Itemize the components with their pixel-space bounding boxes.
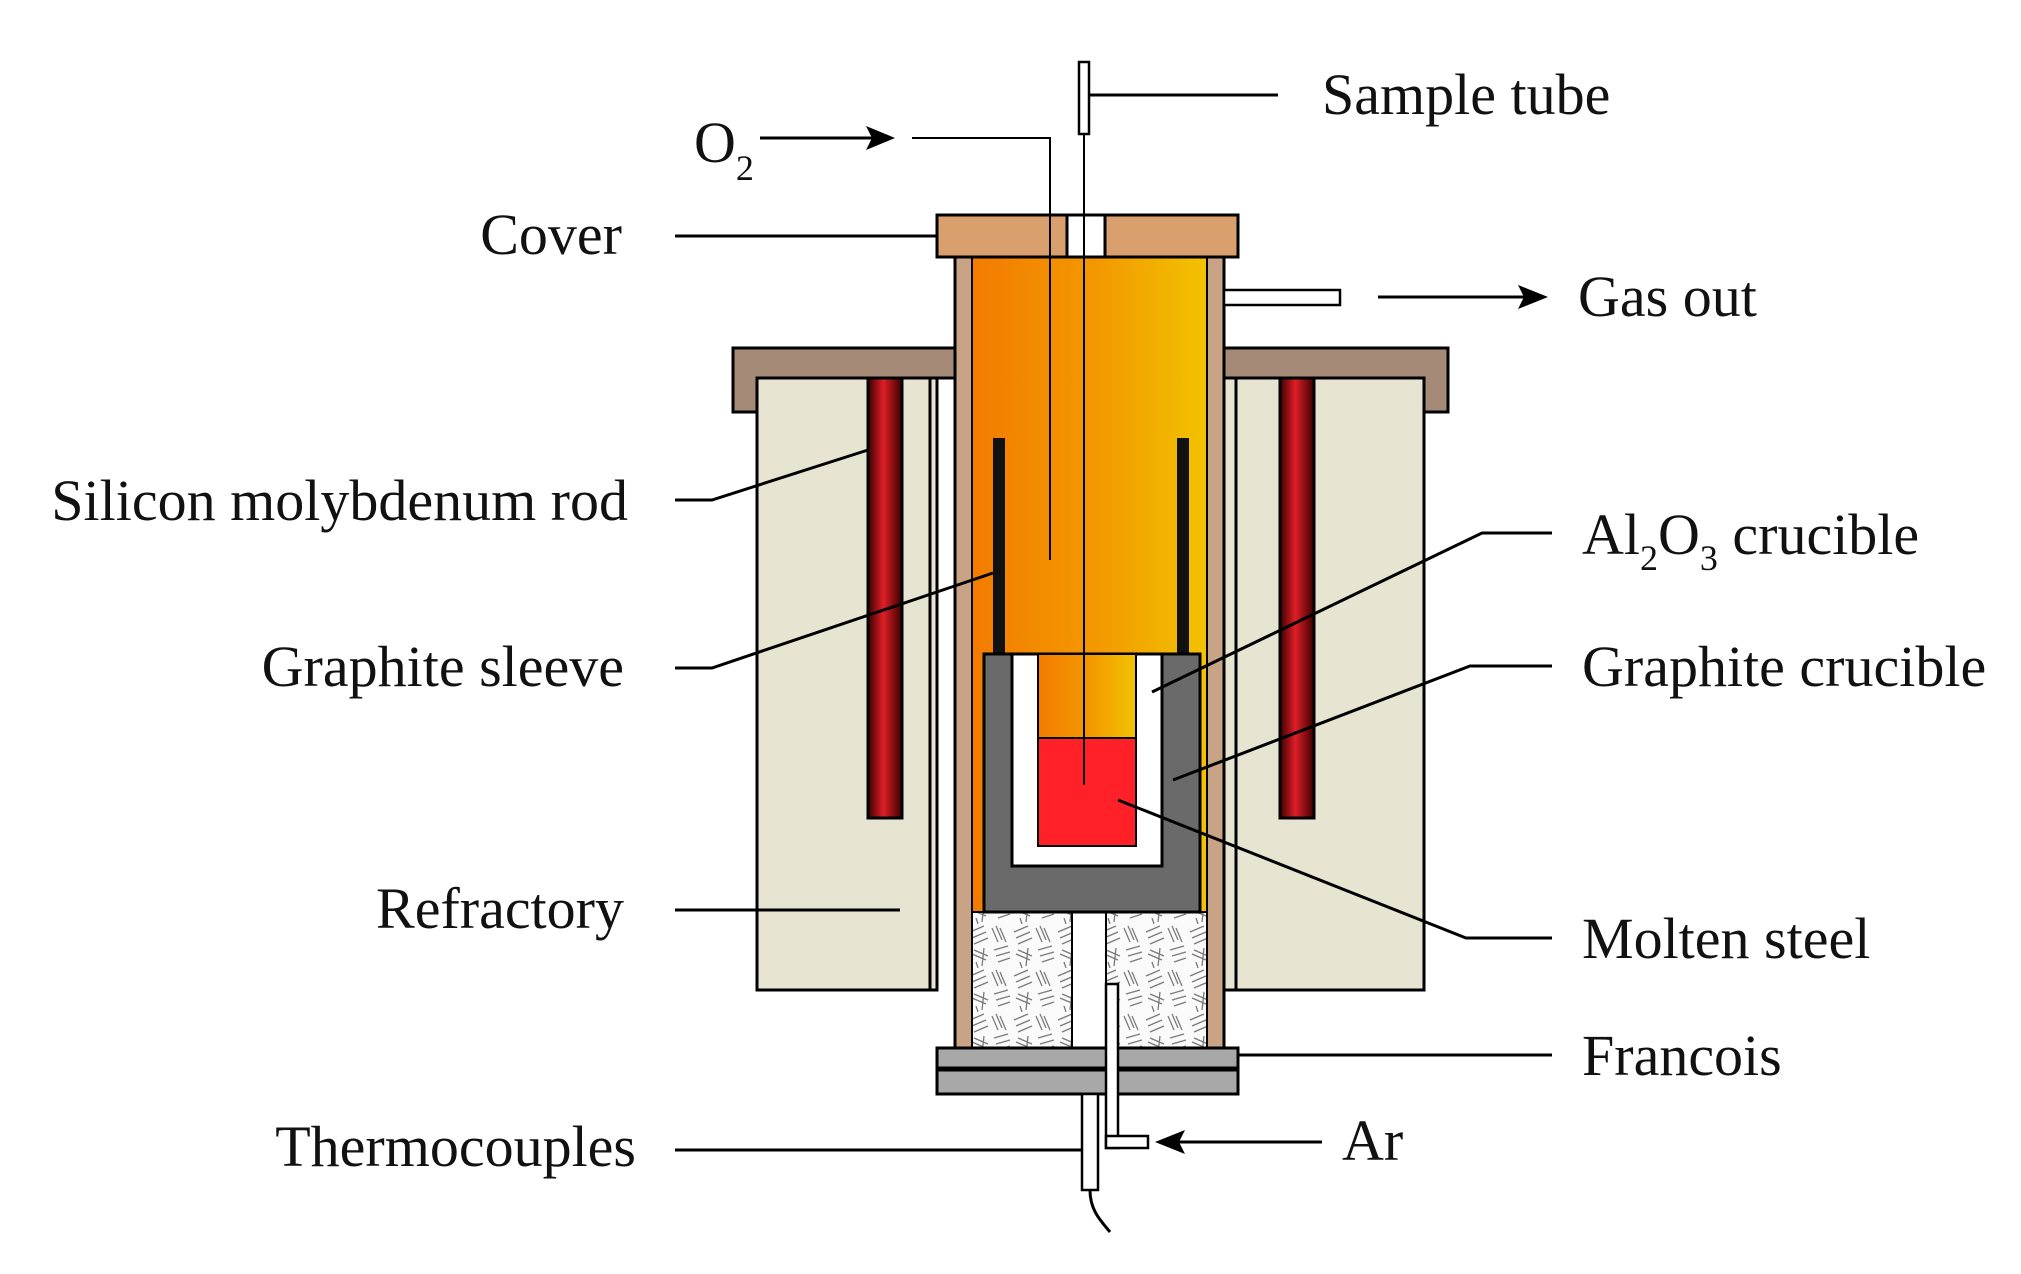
- label-thermocouples: Thermocouples: [275, 1114, 636, 1179]
- leader-graphite-crucible: [1172, 664, 1552, 782]
- label-o2-sub: 2: [736, 148, 754, 188]
- label-gas-out: Gas out: [1578, 264, 1757, 329]
- graphite-sleeve-left: [993, 438, 1005, 658]
- ar-pipe-vertical: [1104, 982, 1120, 1150]
- gas-out-pipe: [1222, 288, 1342, 307]
- cover-port: [1065, 213, 1107, 259]
- thermocouple-tube: [1080, 1092, 1100, 1192]
- cover-right: [1103, 213, 1240, 259]
- leader-molten-steel: [1117, 798, 1552, 940]
- heater-rod-right: [1278, 376, 1316, 820]
- leader-silicon-rod: [675, 448, 869, 502]
- label-sample-tube: Sample tube: [1322, 62, 1610, 127]
- sample-tube-handle: [1077, 60, 1091, 136]
- leader-graphite-sleeve: [675, 571, 994, 670]
- label-molten-steel: Molten steel: [1582, 906, 1870, 971]
- refractory-left: [755, 376, 939, 992]
- base-plate-bottom: [935, 1068, 1240, 1096]
- o2-line: [912, 137, 1051, 560]
- hatched-filler-right: [1105, 911, 1208, 1051]
- heater-rod-left: [866, 376, 904, 820]
- gas-out-arrowhead: [1518, 285, 1548, 309]
- leader-al2o3: [1151, 531, 1552, 694]
- hatched-filler-left: [971, 911, 1073, 1051]
- graphite-sleeve-right: [1177, 438, 1189, 658]
- molten-steel: [1037, 737, 1137, 847]
- label-o2-letter: O: [694, 110, 736, 175]
- label-al2o3-crucible: Al2O3 crucible: [1582, 502, 1919, 578]
- label-graphite-crucible: Graphite crucible: [1582, 634, 1986, 699]
- ar-arrowhead: [1155, 1130, 1185, 1154]
- label-ar: Ar: [1342, 1108, 1403, 1173]
- crucible-inner: [1037, 653, 1137, 739]
- label-cover: Cover: [480, 202, 622, 267]
- label-o2: O2: [694, 110, 754, 188]
- o2-arrowhead: [866, 126, 895, 150]
- thermocouple-wire: [1088, 1189, 1112, 1233]
- label-graphite-sleeve: Graphite sleeve: [262, 634, 624, 699]
- ar-pipe-horizontal: [1104, 1134, 1150, 1150]
- filler-gap: [1071, 911, 1107, 1051]
- label-francois: Francois: [1582, 1023, 1782, 1088]
- cover-left: [935, 213, 1069, 259]
- label-refractory: Refractory: [376, 876, 624, 941]
- base-plate-top: [935, 1046, 1240, 1070]
- refractory-right: [1222, 376, 1426, 992]
- label-silicon-rod: Silicon molybdenum rod: [51, 468, 628, 533]
